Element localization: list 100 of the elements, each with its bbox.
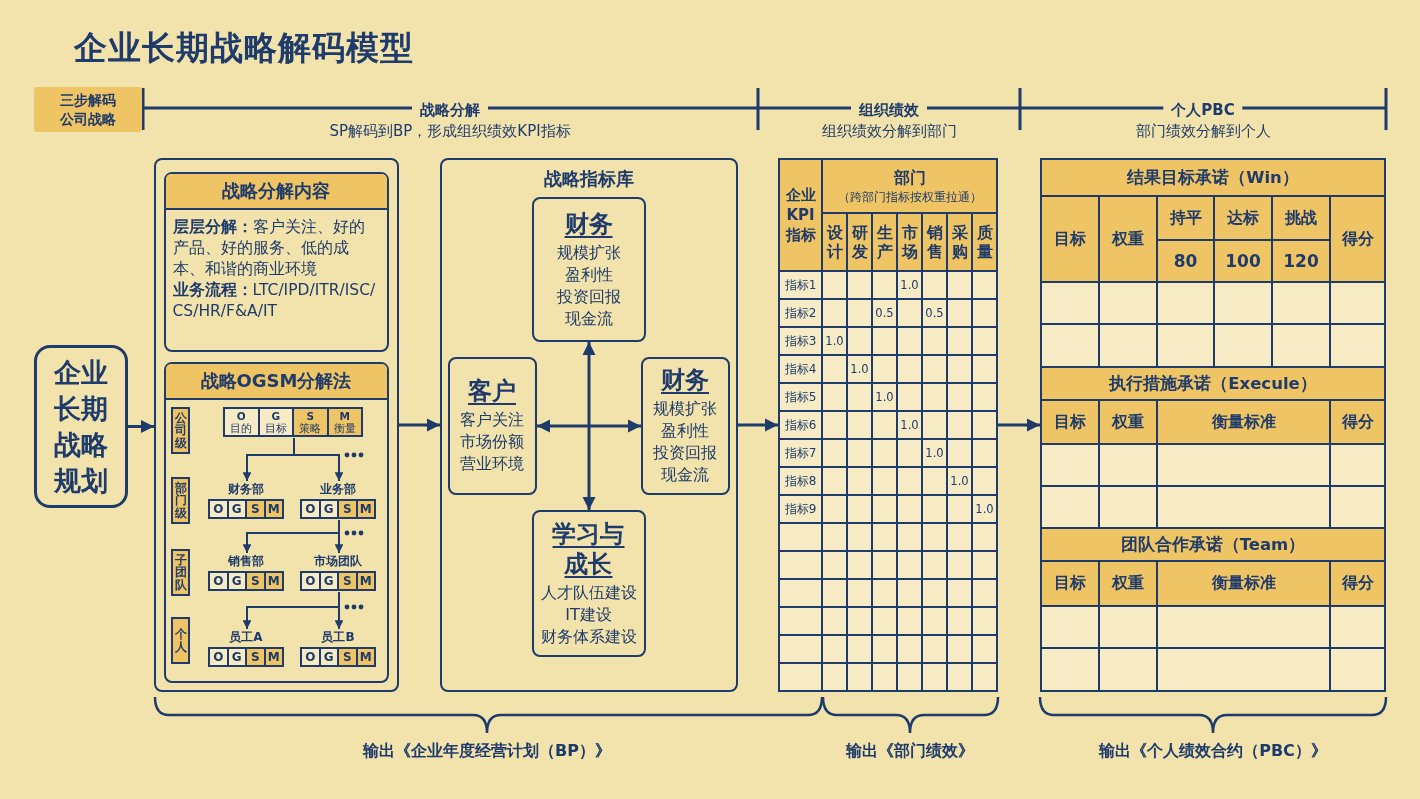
ogsm-cell: G [228,501,245,517]
ogsm-cell: S [339,649,356,665]
header-cell: 执行措施承诺（Execule） [1042,368,1384,399]
ogsm-cell: M [357,649,374,665]
ogsm-cell: G [228,573,245,589]
ogsm-cell: S [339,501,356,517]
table-cell: 1.0 [898,412,921,438]
level-tag: 部门级 [171,477,190,524]
table-cell: 指标2 [780,300,821,326]
ogsm-cell: M [265,573,282,589]
header-cell: 采购 [948,214,971,270]
plan-text: 企业长期战略规划 [53,355,109,498]
header-cell: 生产 [873,214,896,270]
card-item: 现金流 [564,307,613,330]
ogsm-term: 目标 [264,422,287,434]
ogsm-cell: O [210,501,227,517]
header-title: 部门 [893,167,926,189]
ogsm-cell: G [228,649,245,665]
category-card [531,509,646,657]
header-cell: 权重 [1100,197,1156,281]
card-heading: 客户 [468,376,516,406]
ogsm-cell: O [302,573,319,589]
panel-heading: 战略指标库 [544,168,634,190]
level-tag: 子团队 [171,549,190,596]
table-cell: 指标9 [780,496,821,522]
card-item: IT建设 [565,603,612,626]
table-cell: 指标7 [780,440,821,466]
header-cell: 市场 [898,214,921,270]
header-cell: 权重 [1100,401,1156,443]
category-card [447,356,537,495]
card-heading: 财务 [661,365,709,395]
ogsm-table [223,407,363,437]
double-arrow [582,342,596,510]
unit-label: 销售部 [228,553,264,570]
header-cell: 设计 [823,214,846,270]
header-cell: 持平 [1158,197,1213,239]
ogsm-letter: O [236,410,246,422]
ogsm-letter: S [306,410,315,422]
phase-subtitle: 部门绩效分解到个人 [1135,121,1271,141]
card-item: 盈利性 [661,420,709,442]
header-cell: 目标 [1042,197,1098,281]
double-arrow [537,419,641,433]
section-box [163,171,389,352]
arrow [399,418,440,432]
table-cell: 指标5 [780,384,821,410]
header-cell: 得分 [1331,562,1384,605]
ogsm-term: 衡量 [333,422,356,434]
card-item: 规模扩张 [653,398,717,420]
ogsm-cell: O [210,573,227,589]
ogsm-cell: G [320,649,337,665]
card-heading: 学习与成长 [551,518,626,579]
table-cell: 指标8 [780,468,821,494]
ogsm-cell: M [265,649,282,665]
section-header: 战略OGSM分解法 [165,363,387,400]
arrow [293,437,344,482]
arrow [998,418,1040,432]
phase-subtitle: SP解码到BP，形成组织绩效KPI指标 [329,121,571,141]
header-cell: 权重 [1100,562,1156,605]
header-cell: 质量 [973,214,996,270]
ogsm-cell: M [265,501,282,517]
table-cell: 0.5 [873,300,896,326]
phase-title: 个人PBC [1163,100,1243,120]
section-box [163,361,389,683]
label-tag [34,87,142,132]
category-card [640,356,730,495]
card-item: 盈利性 [564,263,613,286]
arrow [334,519,344,554]
ogsm-cell: O [210,649,227,665]
table-cell: 指标4 [780,356,821,382]
ogsm-term: 策略 [299,422,322,434]
unit-label: 员工A [229,629,263,646]
page-title: 企业长期战略解码模型 [74,29,414,67]
panel-frame [154,158,399,692]
section-header: 战略分解内容 [165,173,387,210]
header-cell: 120 [1273,241,1329,281]
header-cell: 80 [1158,241,1213,281]
unit-label: 财务部 [228,481,264,498]
header-cell: 企业KPI指标 [780,160,821,270]
table-cell: 1.0 [923,440,946,466]
card-item: 现金流 [661,464,709,486]
card-heading: 财务 [564,208,613,239]
ogsm-cell: S [247,649,264,665]
table-cell: 0.5 [923,300,946,326]
ogsm-cell: S [339,573,356,589]
category-card [531,196,646,342]
card-item: 财务体系建设 [540,625,637,648]
header-cell: 得分 [1331,401,1384,443]
plan-box [34,345,128,508]
ogsm-cell: S [247,501,264,517]
library-panel [440,158,738,692]
card-item: 投资回报 [556,285,621,308]
ogsm-cell: S [247,573,264,589]
table-cell: 1.0 [898,272,921,298]
body-text: 层层分解：客户关注、好的产品、好的服务、低的成本、和谐的商业环境 [171,216,366,280]
arrow [128,419,154,434]
card-item: 投资回报 [653,442,717,464]
ogsm-cell: O [302,501,319,517]
phase-subtitle: 组织绩效分解到部门 [821,121,957,141]
header-cell: 结果目标承诺（Win） [1042,160,1384,195]
arrow [334,591,344,630]
